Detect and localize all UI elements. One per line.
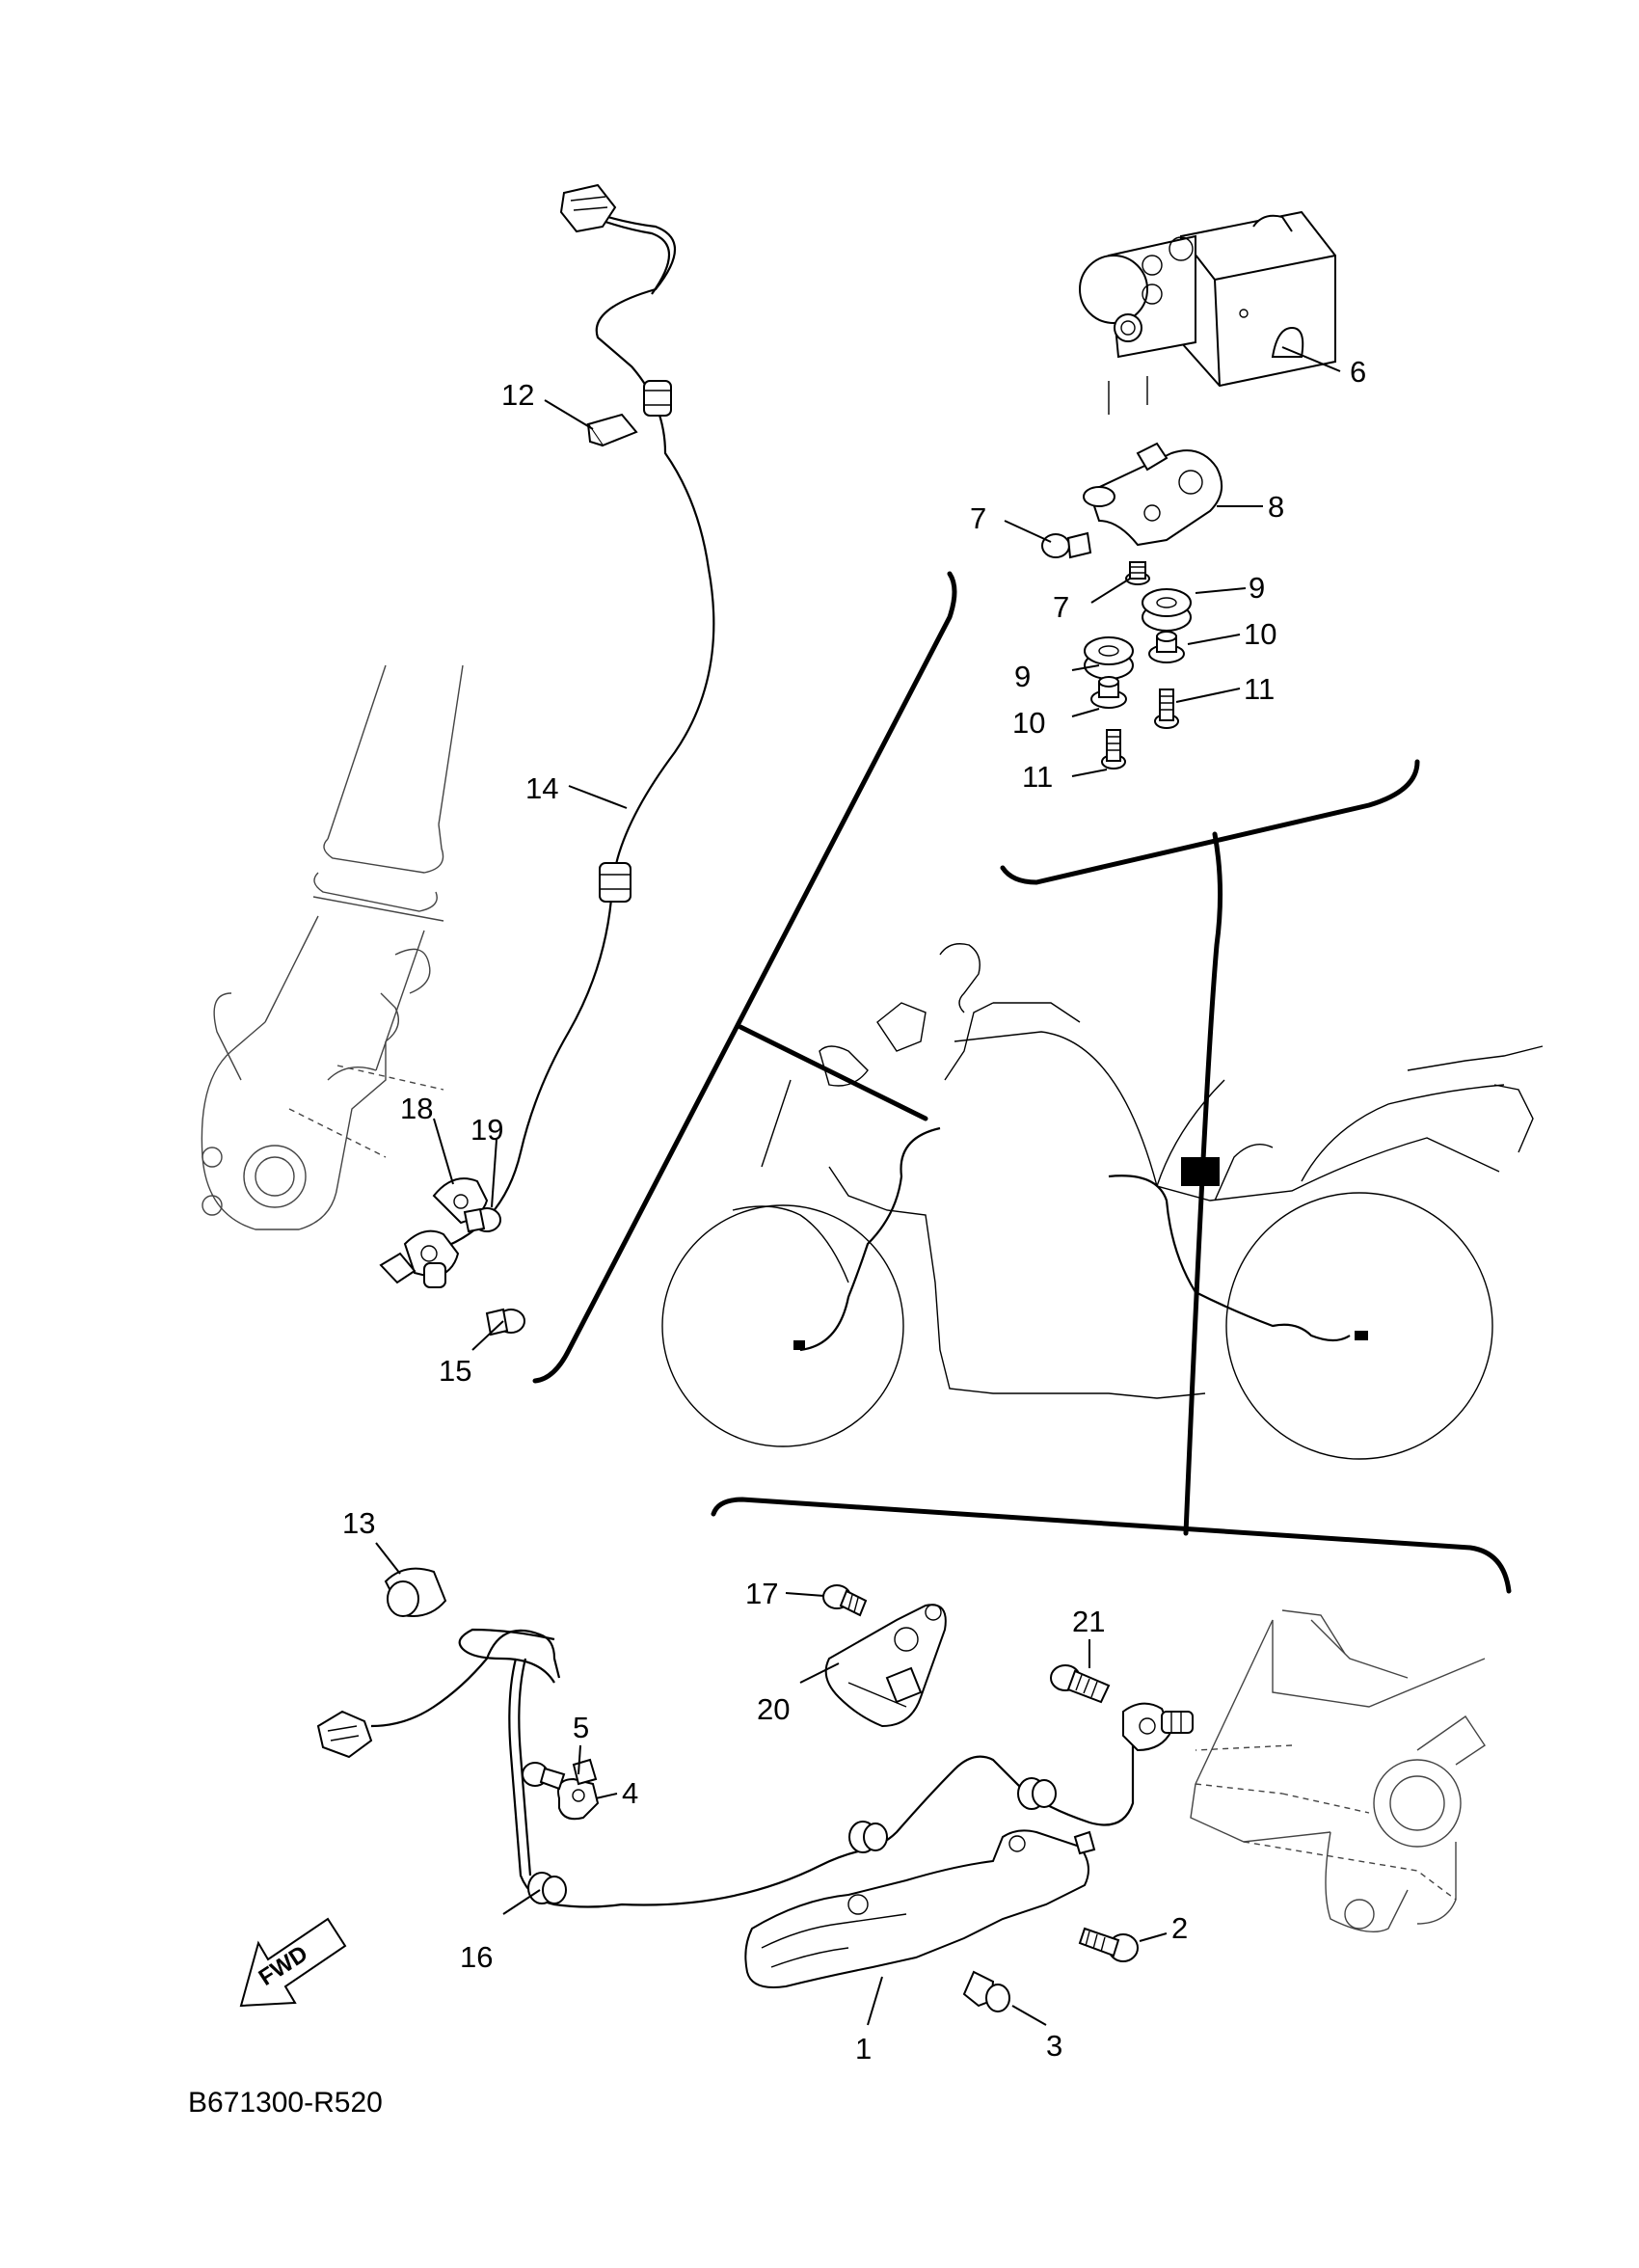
bolt-15 <box>485 1308 525 1336</box>
bolt-17 <box>822 1584 868 1617</box>
damper-9-left <box>1084 636 1134 680</box>
callout-17: 17 <box>745 1577 778 1610</box>
bolt-2 <box>1078 1927 1139 1962</box>
callout-18: 18 <box>400 1092 433 1125</box>
rear-swingarm-outline <box>1190 1609 1486 1933</box>
callout-14: 14 <box>525 771 558 805</box>
callout-9a: 9 <box>1249 571 1265 605</box>
abs-bracket-8 <box>1083 442 1223 547</box>
callout-numbers: 6 8 7 7 9 9 10 10 11 11 12 14 18 19 15 1… <box>342 355 1366 2066</box>
callout-2: 2 <box>1171 1911 1188 1945</box>
callout-10b: 10 <box>1012 706 1045 740</box>
section-dividers <box>532 571 1512 1594</box>
callout-1: 1 <box>855 2032 872 2066</box>
callout-7b: 7 <box>1053 590 1069 624</box>
bolt-21 <box>1050 1664 1111 1704</box>
callout-3: 3 <box>1046 2029 1062 2063</box>
bolt-5 <box>522 1762 566 1791</box>
rear-wheel-sensor <box>1122 1702 1194 1752</box>
bolt-7-left <box>1041 531 1092 559</box>
fwd-arrow: FWD <box>239 1917 347 2008</box>
rear-sensor-lead-16 <box>316 1628 1135 1908</box>
bolt-19 <box>463 1207 501 1233</box>
callout-16: 16 <box>460 1940 493 1974</box>
diagram-code: B671300-R520 <box>188 2087 383 2119</box>
bolt-11-right <box>1154 688 1179 729</box>
lead-grommet-upper <box>643 380 672 417</box>
bolt-7-right <box>1125 561 1150 585</box>
callout-15: 15 <box>439 1354 471 1388</box>
clip-13 <box>384 1567 447 1617</box>
callout-21: 21 <box>1072 1605 1105 1638</box>
rear-grommet-a <box>527 1872 567 1904</box>
callout-8: 8 <box>1268 490 1284 524</box>
lead-connector <box>559 183 617 233</box>
sensor-bracket-18 <box>432 1177 501 1233</box>
sensor-guard-20 <box>824 1604 947 1728</box>
callout-13: 13 <box>342 1506 375 1540</box>
collar-10-left <box>1090 676 1127 709</box>
callout-10a: 10 <box>1244 617 1276 651</box>
damper-9-right <box>1142 588 1192 632</box>
callout-6: 6 <box>1350 355 1366 389</box>
callout-5: 5 <box>573 1711 589 1744</box>
rivet-3 <box>962 1970 1010 2012</box>
callout-11a: 11 <box>1244 672 1275 706</box>
lead-grommet-lower <box>599 862 631 903</box>
collar-10-right <box>1148 631 1185 663</box>
callout-19: 19 <box>470 1113 503 1147</box>
clip-part-12 <box>586 413 638 447</box>
abs-hydraulic-unit-6 <box>1079 210 1336 415</box>
callout-7a: 7 <box>970 501 986 535</box>
rear-guard-1 <box>744 1829 1096 1988</box>
motorcycle-overview <box>661 943 1544 1460</box>
callout-20: 20 <box>757 1692 790 1726</box>
leader-lines <box>375 346 1341 2026</box>
bolt-11-left <box>1101 729 1126 770</box>
callout-11b: 11 <box>1022 760 1053 794</box>
callout-9b: 9 <box>1014 660 1031 693</box>
callout-4: 4 <box>622 1776 638 1810</box>
front-wheel-sensor-15 <box>379 1229 525 1336</box>
abs-unit-location-marker <box>1181 1157 1220 1186</box>
rear-grommet-c <box>1017 1777 1057 1810</box>
front-sensor-lead <box>423 183 715 1256</box>
front-fork <box>201 664 464 1230</box>
rear-lead-connector <box>316 1710 373 1759</box>
rear-grommet-b <box>848 1821 888 1853</box>
callout-12: 12 <box>501 378 534 412</box>
